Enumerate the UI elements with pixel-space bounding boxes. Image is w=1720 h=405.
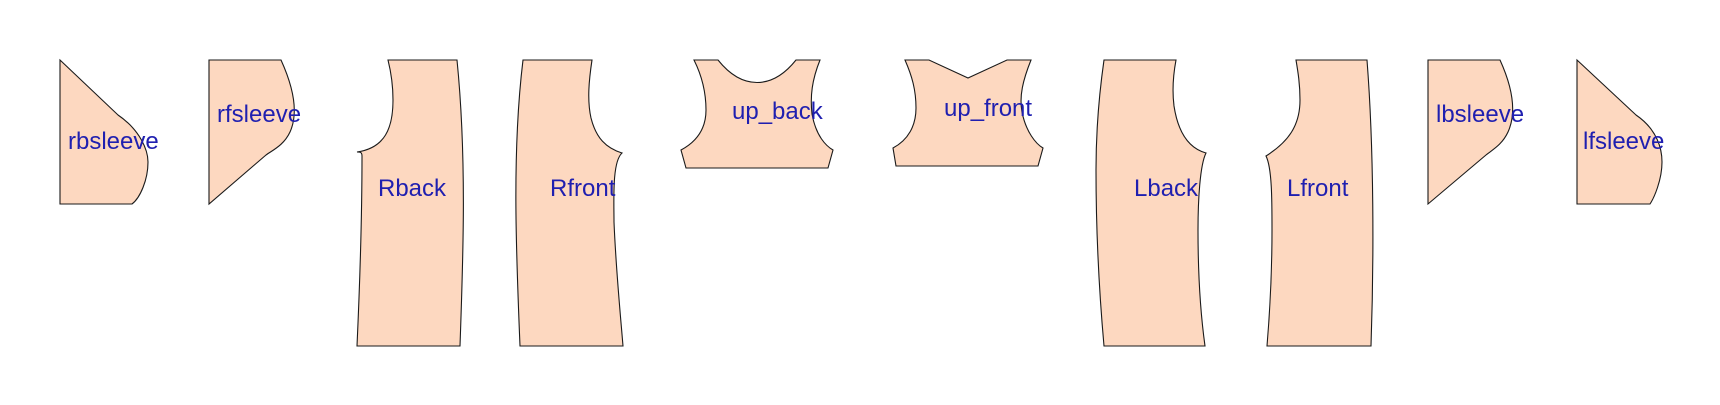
piece-label: lfsleeve	[1583, 128, 1664, 155]
pattern-piece-lfsleeve: lfsleeve	[1576, 58, 1664, 205]
pattern-piece-up-front: up_front	[892, 59, 1044, 167]
piece-label: Rback	[378, 175, 447, 202]
piece-label: up_back	[732, 98, 824, 125]
pattern-piece-rfront: Rfront	[515, 59, 624, 347]
piece-outline	[1427, 59, 1514, 206]
piece-label: Lfront	[1287, 175, 1349, 202]
piece-outline	[208, 59, 295, 206]
piece-label: up_front	[944, 95, 1032, 122]
pattern-piece-up-back: up_back	[680, 59, 834, 169]
piece-outline	[356, 59, 464, 347]
piece-outline	[1095, 59, 1207, 347]
piece-label: Lback	[1134, 175, 1199, 202]
piece-outline	[515, 59, 624, 347]
piece-label: Rfront	[550, 175, 616, 202]
piece-outline	[892, 59, 1044, 167]
piece-label: rfsleeve	[217, 101, 301, 128]
piece-outline	[1265, 59, 1374, 347]
piece-outline	[59, 58, 149, 205]
pattern-piece-lbsleeve: lbsleeve	[1427, 59, 1524, 206]
pattern-piece-lback: Lback	[1095, 59, 1207, 347]
piece-label: rbsleeve	[68, 128, 159, 155]
pattern-piece-lfront: Lfront	[1265, 59, 1374, 347]
piece-outline	[680, 59, 834, 169]
pattern-piece-rback: Rback	[356, 59, 464, 347]
pattern-piece-rfsleeve: rfsleeve	[208, 59, 301, 206]
pattern-piece-rbsleeve: rbsleeve	[59, 58, 159, 205]
piece-label: lbsleeve	[1436, 101, 1524, 128]
piece-outline	[1576, 58, 1663, 205]
